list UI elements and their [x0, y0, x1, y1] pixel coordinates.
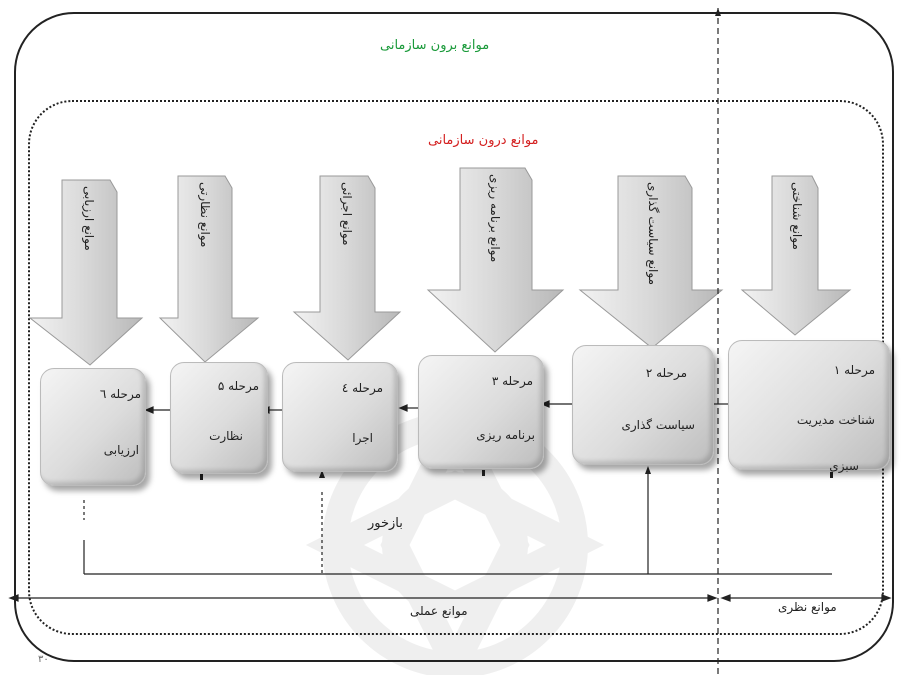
stage-title: مرحله ۵ [217, 379, 259, 393]
practical-area-label: موانع عملی [410, 604, 468, 618]
barrier-arrow-1 [740, 175, 852, 336]
barrier-arrow-2 [578, 175, 724, 349]
barrier-arrow-5 [158, 175, 260, 363]
outside-org-label: موانع برون سازمانی [380, 38, 490, 53]
theoretical-area-label: موانع نظری [778, 600, 837, 614]
inside-org-label: موانع درون سازمانی [428, 133, 539, 148]
stage-name: اجرا [352, 431, 373, 445]
page-number: ۳۰ [38, 654, 49, 665]
stage-name: نظارت [209, 429, 243, 443]
barrier-label-5: موانع نظارتی [198, 182, 212, 248]
feedback-label: بازخور [368, 516, 403, 531]
stage-name-extra: سبزی [829, 459, 859, 473]
stage-title: مرحله ٤ [341, 381, 383, 395]
stage-box-4: مرحله ٤ اجرا [282, 362, 398, 472]
stage-name: شناخت مدیریت [796, 413, 875, 427]
stage-title: مرحله ۱ [833, 363, 875, 377]
barrier-arrow-4 [292, 175, 402, 361]
stage-title: مرحله ٦ [99, 387, 141, 401]
barrier-label-2: موانع سیاست گذاری [646, 182, 660, 286]
stage-box-3: مرحله ۳ برنامه ریزی [418, 355, 544, 469]
barrier-label-6: موانع ارزیابی [82, 186, 96, 251]
barrier-label-4: موانع اجرائی [340, 182, 354, 246]
stage-name: ارزیابی [103, 443, 139, 457]
stage-box-2: مرحله ۲ سیاست گذاری [572, 345, 714, 465]
barrier-label-1: موانع شناختی [790, 182, 804, 250]
stage-name: سیاست گذاری [621, 418, 695, 432]
barrier-label-3: موانع برنامه ریزی [488, 174, 502, 263]
stage-box-6: مرحله ٦ ارزیابی [40, 368, 146, 486]
barrier-arrow-6 [28, 179, 144, 366]
stage-title: مرحله ۲ [645, 366, 687, 380]
stage-box-1: مرحله ۱ شناخت مدیریت سبزی [728, 340, 890, 473]
stage-name: برنامه ریزی [476, 428, 535, 442]
outer-organization-frame [14, 12, 894, 662]
barrier-arrow-3 [426, 167, 565, 353]
stage-box-5: مرحله ۵ نظارت [170, 362, 268, 474]
stage-title: مرحله ۳ [491, 374, 533, 388]
